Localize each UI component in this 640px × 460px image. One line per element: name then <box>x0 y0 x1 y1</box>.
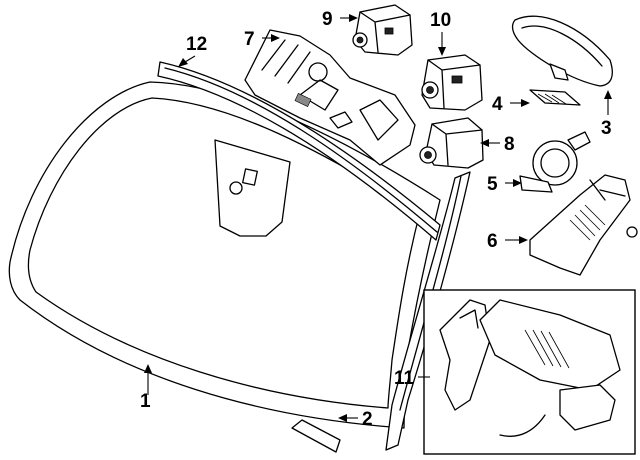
rearview-mirror <box>511 15 613 87</box>
camera-module-10 <box>421 54 483 111</box>
callout-6: 6 <box>487 231 498 252</box>
callout-11: 11 <box>394 368 415 389</box>
callout-10: 10 <box>430 10 451 31</box>
inset-box <box>423 289 636 455</box>
callout-9: 9 <box>322 9 333 30</box>
leader-lines <box>144 14 612 422</box>
callout-3: 3 <box>601 118 612 139</box>
callout-4: 4 <box>492 94 503 115</box>
callout-7: 7 <box>244 29 255 50</box>
sensor-bracket <box>244 29 416 166</box>
callout-1: 1 <box>140 391 151 412</box>
windshield-glass <box>8 81 441 429</box>
callout-8: 8 <box>504 134 515 155</box>
rain-sensor <box>519 131 591 193</box>
camera-module-8 <box>419 117 484 169</box>
callout-12: 12 <box>186 34 207 55</box>
camera-module-9 <box>352 4 413 56</box>
upper-moulding <box>157 61 441 241</box>
mounting-pad <box>529 89 581 106</box>
callout-2: 2 <box>362 409 373 430</box>
callout-5: 5 <box>487 174 498 195</box>
mirror-cover <box>529 174 638 276</box>
